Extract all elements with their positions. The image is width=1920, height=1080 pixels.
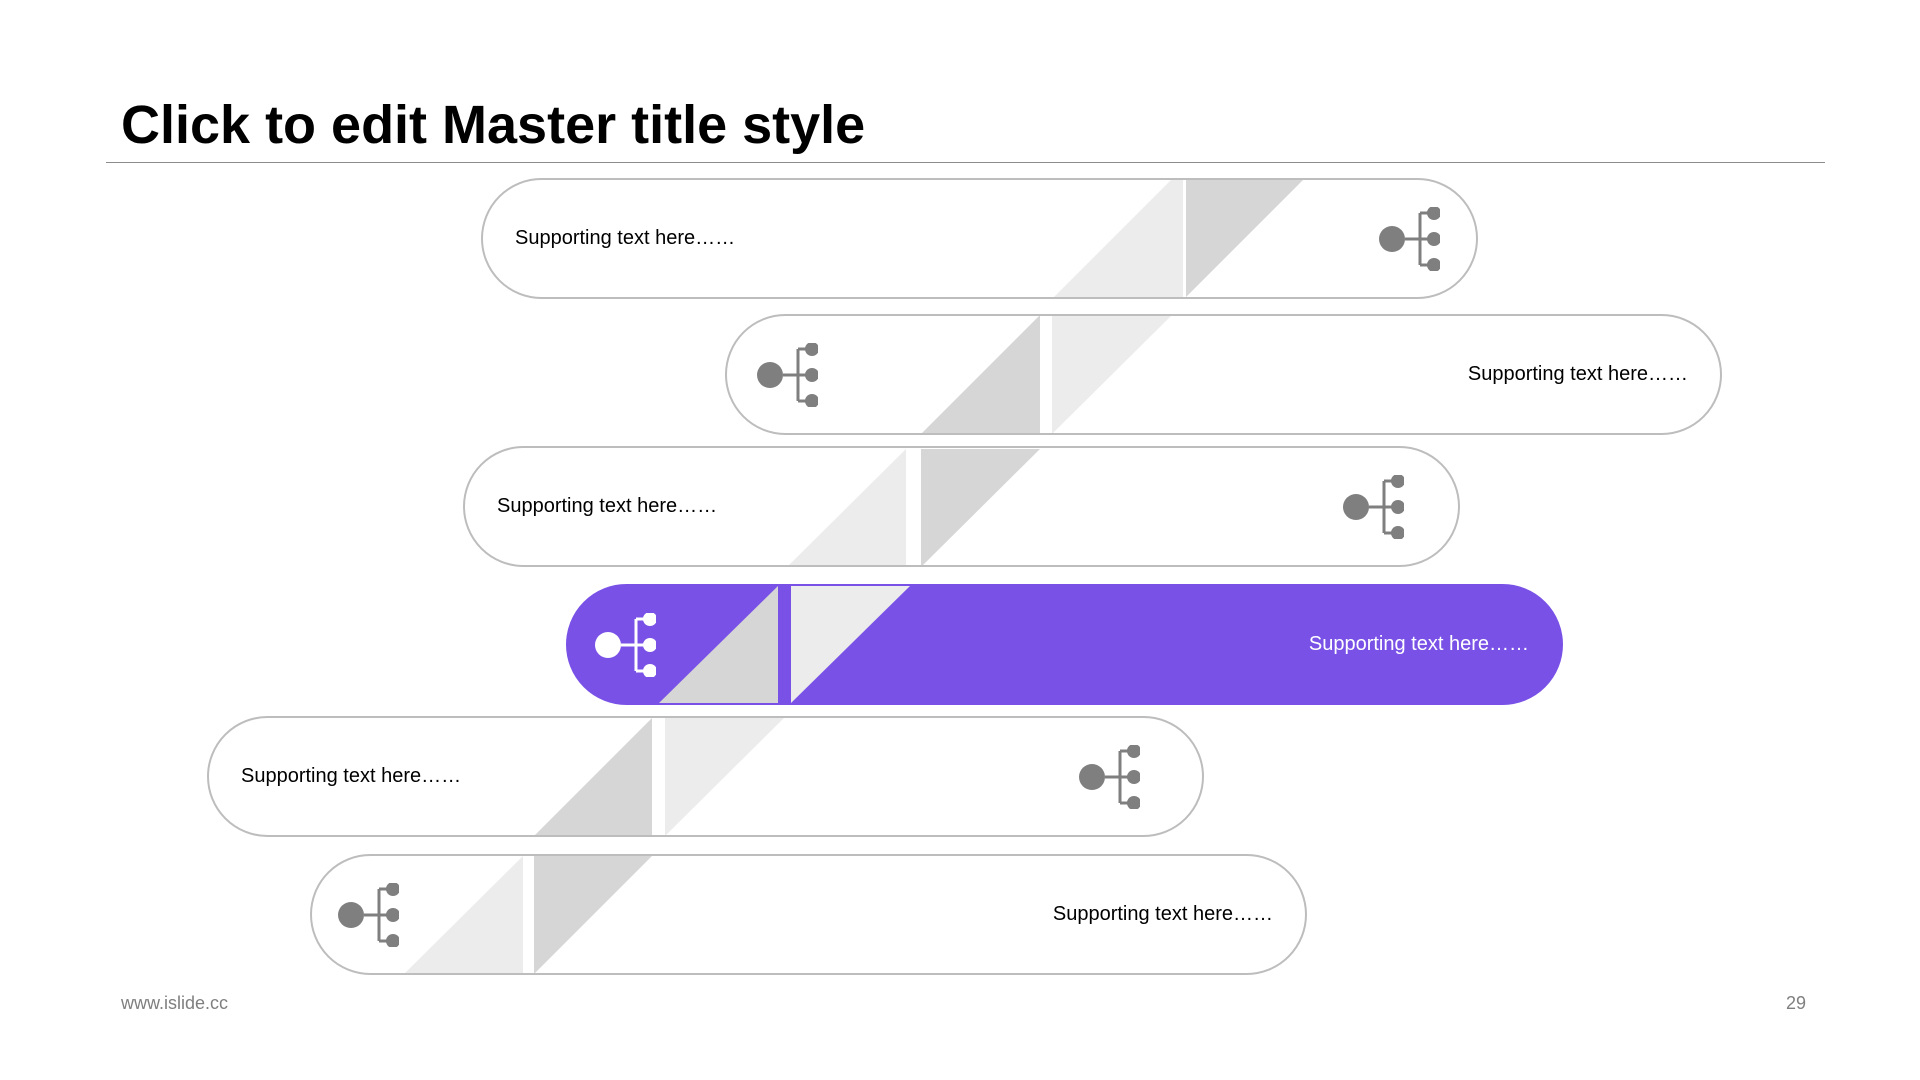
slide-title: Click to edit Master title style	[121, 95, 866, 155]
band-segment-3-right	[921, 449, 1040, 567]
hierarchy-icon	[1379, 207, 1440, 271]
row-4-band-overlay	[659, 586, 910, 703]
row-6-text: Supporting text here……	[1052, 903, 1273, 925]
band-segment-2-left	[921, 315, 1040, 434]
process-row-6[interactable]: Supporting text here……	[310, 854, 1307, 975]
row-5-text: Supporting text here……	[241, 765, 462, 787]
process-row-4-active[interactable]: Supporting text here……	[566, 584, 1563, 705]
row-3-text: Supporting text here……	[497, 495, 718, 517]
hierarchy-icon	[757, 343, 818, 407]
hierarchy-icon	[595, 613, 656, 677]
band-segment-6-left	[404, 856, 523, 974]
hierarchy-icon	[338, 883, 399, 947]
band-segment-6-right	[534, 856, 652, 974]
band-segment-5-left	[534, 718, 652, 836]
band-segment-1-left	[1052, 179, 1183, 299]
page-number: 29	[1786, 993, 1807, 1013]
row-1-text: Supporting text here……	[515, 227, 736, 249]
hierarchy-icon	[1343, 475, 1404, 539]
process-row-1[interactable]: Supporting text here……	[481, 178, 1478, 299]
process-row-3[interactable]: Supporting text here……	[463, 446, 1460, 567]
row-4-text: Supporting text here……	[1308, 633, 1529, 655]
band-segment-3-left	[787, 449, 906, 567]
band-segment-5-right	[665, 718, 784, 836]
band-segment-1-right	[1186, 179, 1304, 297]
row-2-text: Supporting text here……	[1467, 363, 1688, 385]
process-row-2[interactable]: Supporting text here……	[725, 314, 1722, 435]
hierarchy-icon	[1079, 745, 1140, 809]
process-row-5[interactable]: Supporting text here……	[207, 716, 1204, 837]
title-divider	[106, 162, 1825, 163]
band-segment-2-right	[1052, 315, 1172, 434]
footer-website: www.islide.cc	[121, 993, 229, 1013]
